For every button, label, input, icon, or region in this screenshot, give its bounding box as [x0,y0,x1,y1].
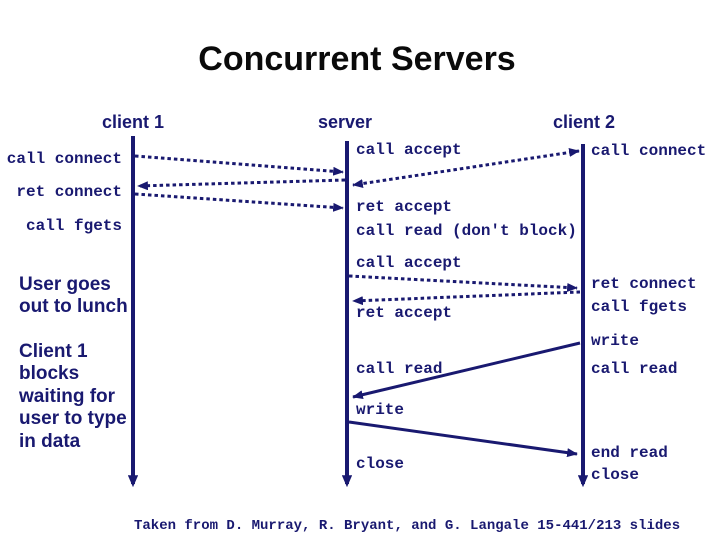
column-header-client1: client 1 [101,112,165,132]
arrow-client1-ack-to-server [134,192,344,212]
arrow-server-retconnect-to-client1 [137,178,346,191]
column-header-client2: client 2 [552,112,616,132]
event-client2-call-connect: call connect [591,142,707,160]
event-server-write: write [356,401,405,419]
column-header-server: server [317,112,373,132]
arrow-client1-connect-to-server [134,154,344,176]
event-client2-call-fgets: call fgets [591,298,688,316]
event-client1-call-fgets: call fgets [25,217,122,235]
event-client1-call-connect: call connect [6,150,122,168]
note-client1-blocks: Client 1 blocks waiting for user to type… [19,341,127,452]
event-server-call-read-noblock: call read (don't block) [356,222,577,240]
slide-title: Concurrent Servers [198,40,516,78]
event-client2-write: write [591,332,640,350]
event-server-ret-accept-1: ret accept [356,198,453,216]
note-user-goes-out-to-lunch: User goes out to lunch [19,274,128,318]
event-client2-call-read: call read [591,360,678,378]
arrow-server-write-to-client2 [348,420,578,458]
arrow-server-retconnect-to-client2 [348,274,578,292]
event-client2-end-read: end read [591,444,668,462]
event-server-call-accept-1: call accept [356,141,462,159]
event-client2-ret-connect: ret connect [591,275,697,293]
event-server-close: close [356,455,405,473]
attribution-caption: Taken from D. Murray, R. Bryant, and G. … [134,518,681,534]
event-server-call-read: call read [356,360,443,378]
arrow-client2-write-to-server [352,341,581,400]
event-server-call-accept-2: call accept [356,254,462,272]
arrow-client2-connect-to-server [352,148,580,188]
event-client1-ret-connect: ret connect [16,183,122,201]
event-server-ret-accept-2: ret accept [356,304,453,322]
event-client2-close: close [591,466,640,484]
arrow-client2-ack-to-server [352,290,581,306]
